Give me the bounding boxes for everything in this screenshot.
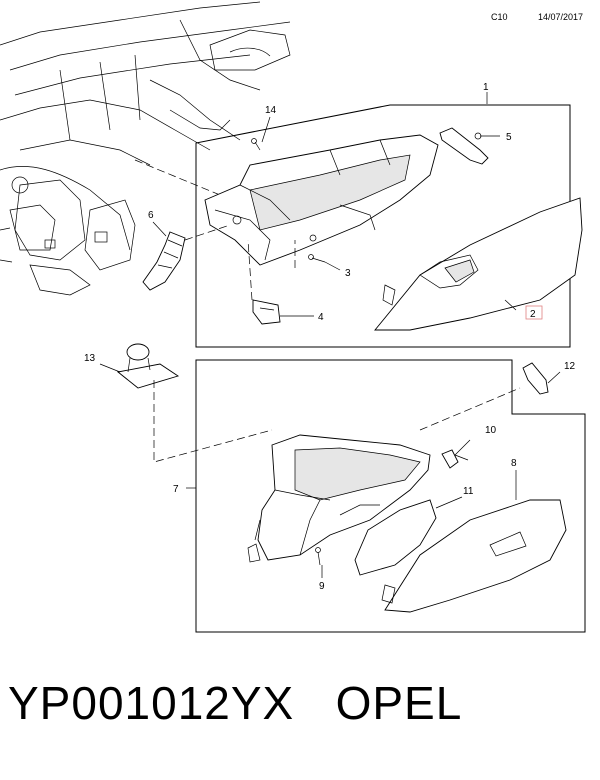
leader-lines xyxy=(99,92,561,578)
hinge-pin-part-5 xyxy=(439,127,489,165)
callout-12: 12 xyxy=(564,361,576,372)
page-code: C10 xyxy=(491,12,508,22)
screw-part-9 xyxy=(315,547,321,566)
callout-10: 10 xyxy=(485,425,497,436)
assembly-7-frame xyxy=(195,359,586,633)
inner-panel-part-11 xyxy=(354,499,437,576)
callout-3: 3 xyxy=(345,268,351,279)
glovebox-door-upper xyxy=(374,197,583,331)
fastener-part-10 xyxy=(441,449,469,469)
callout-8: 8 xyxy=(511,458,517,469)
callout-9: 9 xyxy=(319,581,325,592)
latch-part-4 xyxy=(247,239,281,325)
screw-part-3 xyxy=(294,240,326,268)
holder-part-13 xyxy=(116,343,273,463)
callout-11: 11 xyxy=(463,486,474,497)
clip-part-12 xyxy=(419,362,549,431)
glovebox-housing-lower xyxy=(247,434,431,563)
callout-5: 5 xyxy=(506,132,512,143)
screw-part-14 xyxy=(251,138,261,151)
callout-2: 2 xyxy=(530,309,536,320)
callout-7: 7 xyxy=(173,484,179,495)
glovebox-door-lower xyxy=(381,499,567,613)
callout-6: 6 xyxy=(148,210,154,221)
dashboard-context-drawing xyxy=(0,1,291,296)
callout-14: 14 xyxy=(265,105,277,116)
glovebox-housing-upper xyxy=(204,134,439,266)
air-duct-part-6 xyxy=(142,224,231,291)
page-date: 14/07/2017 xyxy=(538,12,584,22)
callout-13: 13 xyxy=(84,353,96,364)
callout-1: 1 xyxy=(483,82,489,93)
callout-2-highlight xyxy=(525,305,543,320)
callout-4: 4 xyxy=(318,312,324,323)
part-number-footer: YP001012YX OPEL xyxy=(8,677,463,729)
